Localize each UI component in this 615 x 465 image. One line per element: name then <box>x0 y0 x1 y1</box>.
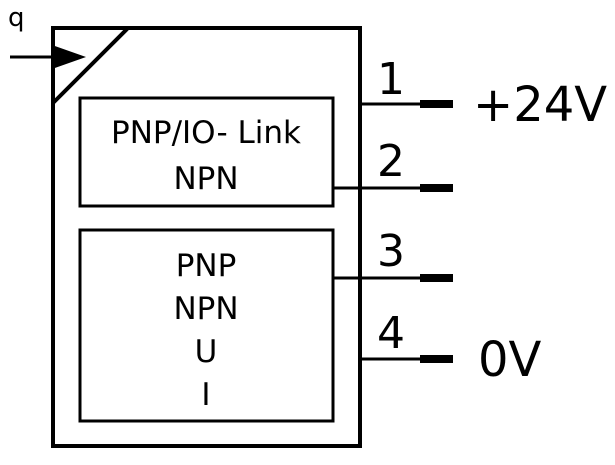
sensor-housing <box>51 26 362 448</box>
pin-4-terminal <box>420 355 453 363</box>
pin-2-terminal <box>420 184 453 192</box>
box-bottom-line-2: NPN <box>173 291 238 327</box>
pin-4-number: 4 <box>377 308 405 359</box>
input-arrow-head <box>52 45 86 69</box>
box-bottom-line-1: PNP <box>176 248 237 284</box>
box-bottom-line-4: I <box>201 377 210 413</box>
pin-1-voltage: +24V <box>473 77 607 133</box>
pin-1-terminal <box>420 100 453 108</box>
housing-diagonal <box>51 26 130 105</box>
box-bottom-line-3: U <box>195 334 218 370</box>
pin-3-number: 3 <box>377 226 405 277</box>
pin-2-number: 2 <box>377 136 405 187</box>
output-box-ioLink <box>78 96 335 208</box>
output-box-analog <box>78 228 335 423</box>
box-top-line-1: PNP/IO- Link <box>111 115 301 151</box>
pin-4-voltage: 0V <box>478 332 542 388</box>
pin-3-terminal <box>420 274 453 282</box>
input-label: q <box>8 3 25 33</box>
pin-1-number: 1 <box>377 54 405 105</box>
box-top-line-2: NPN <box>173 161 238 197</box>
